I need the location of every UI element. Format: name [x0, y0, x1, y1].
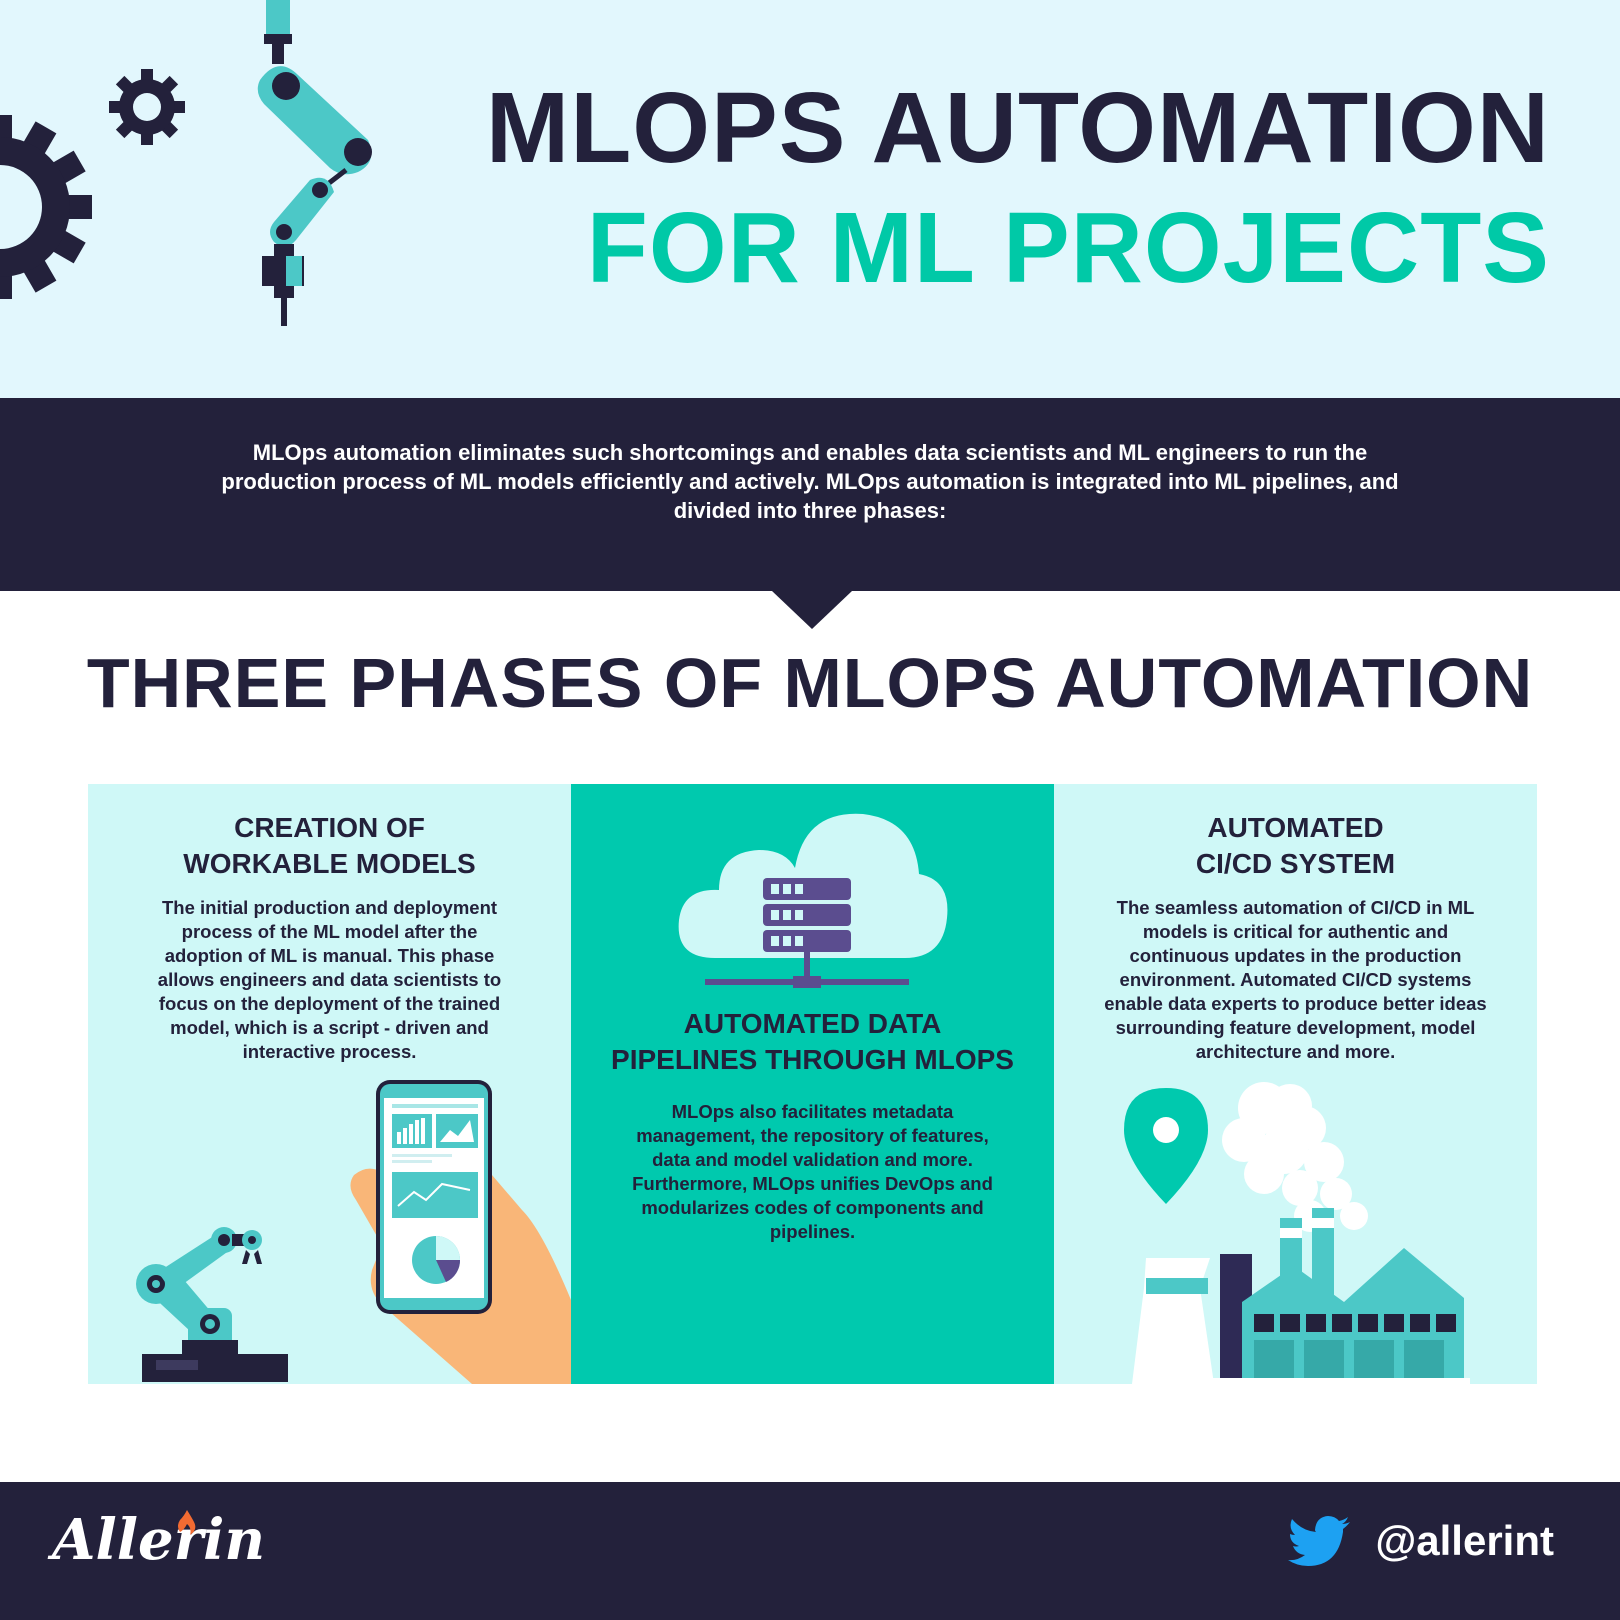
phase-1-body: The initial production and deployment pr…	[157, 897, 502, 1062]
phase-2-heading: AUTOMATED DATA PIPELINES THROUGH MLOPS	[571, 1006, 1054, 1078]
phase-card-cicd: AUTOMATED CI/CD SYSTEM The seamless auto…	[1054, 784, 1537, 1384]
flame-icon	[178, 1510, 196, 1535]
phase-3-heading: AUTOMATED CI/CD SYSTEM	[1054, 810, 1537, 882]
gear-icon	[0, 115, 92, 299]
cloud-server-icon	[678, 813, 948, 988]
twitter-handle[interactable]: @allerint	[1375, 1517, 1554, 1564]
phase-2-body: MLOps also facilitates metadata manageme…	[632, 1101, 993, 1242]
phase-3-body: The seamless automation of CI/CD in ML m…	[1104, 897, 1487, 1062]
pointer-arrow	[772, 591, 852, 629]
twitter-bird-icon[interactable]	[1288, 1516, 1350, 1568]
phase-3-heading-line2: CI/CD SYSTEM	[1195, 848, 1396, 879]
factory-icon	[1124, 1082, 1470, 1384]
phase-2-heading-line2: PIPELINES THROUGH MLOPS	[611, 1044, 1014, 1075]
phase-1-heading-line2: WORKABLE MODELS	[183, 848, 476, 879]
allerin-logo: Allerin	[52, 1507, 266, 1573]
main-subtitle: FOR ML PROJECTS	[586, 192, 1550, 304]
main-title: MLOPS AUTOMATION	[485, 72, 1550, 184]
footer: Allerin @allerint	[0, 1482, 1620, 1620]
phase-card-creation	[88, 784, 571, 1384]
phase-1-heading-line1: CREATION OF	[234, 812, 425, 843]
phase-2-heading-line1: AUTOMATED DATA	[683, 1008, 942, 1039]
phase-3-heading-line1: AUTOMATED	[1207, 812, 1384, 843]
phases-title: THREE PHASES OF MLOPS AUTOMATION	[86, 644, 1534, 722]
robot-arm-icon	[257, 0, 372, 326]
robot-arm-icon	[136, 1227, 288, 1382]
header-banner: MLOPS AUTOMATION FOR ML PROJECTS	[0, 0, 1620, 398]
intro-text: MLOps automation eliminates such shortco…	[221, 440, 1399, 523]
phase-card-pipelines: AUTOMATED DATA PIPELINES THROUGH MLOPS M…	[571, 784, 1054, 1384]
gear-icon	[109, 69, 185, 145]
intro-band: MLOps automation eliminates such shortco…	[0, 398, 1620, 591]
phase-1-heading: CREATION OF WORKABLE MODELS	[88, 810, 571, 882]
smartphone-hand-icon	[350, 1080, 571, 1384]
